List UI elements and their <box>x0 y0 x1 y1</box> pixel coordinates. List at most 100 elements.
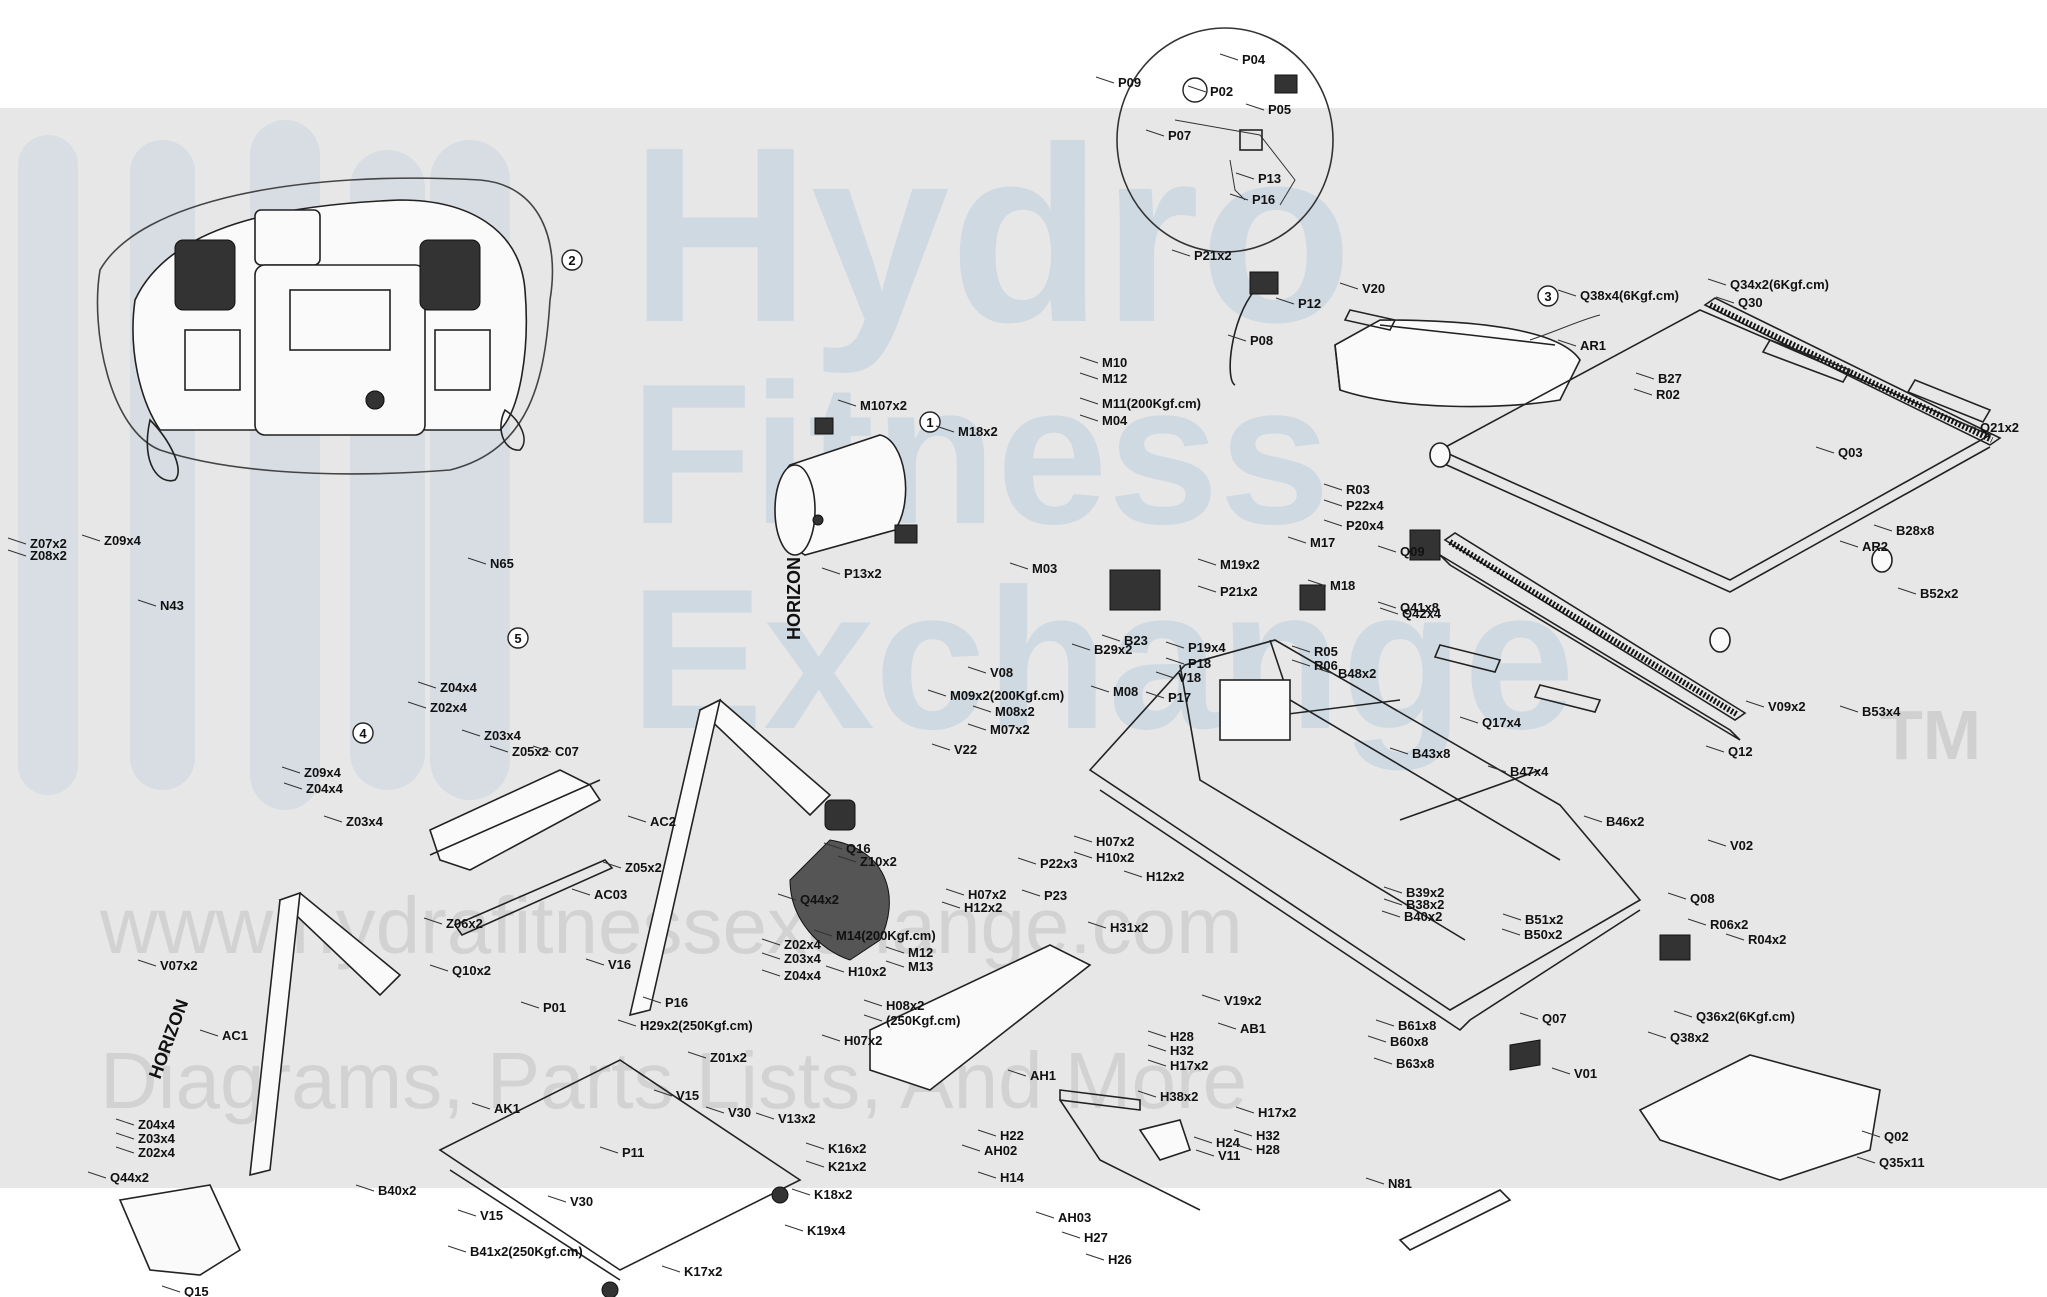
callout-5: 5 <box>507 627 529 649</box>
callout-3-label: 3 <box>1544 289 1551 304</box>
leader-line <box>520 1001 540 1009</box>
part-label: H29x2(250Kgf.cm) <box>640 1018 753 1033</box>
part-label: M04 <box>1102 413 1128 428</box>
leader-line <box>1715 296 1735 304</box>
base-cover-q02 <box>1638 1054 1881 1181</box>
leader-line <box>1557 339 1577 347</box>
part-label: AK1 <box>494 1101 520 1116</box>
part-label: P04 <box>1242 52 1266 67</box>
leader-line <box>1687 918 1707 926</box>
part-label: Z03x4 <box>784 951 822 966</box>
leader-line <box>927 689 947 697</box>
part-label: H12x2 <box>964 900 1002 915</box>
leader-line <box>1147 1030 1167 1038</box>
part-label: H38x2 <box>1160 1089 1198 1104</box>
leader-line <box>1377 545 1397 553</box>
part-label: N65 <box>490 556 514 571</box>
leader-line <box>1839 540 1859 548</box>
leader-line <box>1557 289 1577 297</box>
leader-line <box>1287 536 1307 544</box>
part-label: K17x2 <box>684 1264 722 1279</box>
part-label: K18x2 <box>814 1187 852 1202</box>
leader-line <box>761 952 781 960</box>
part-label: Z09x4 <box>304 765 342 780</box>
part-label: P05 <box>1268 102 1291 117</box>
part-label: M14(200Kgf.cm) <box>836 928 936 943</box>
leader-line <box>967 666 987 674</box>
leader-line <box>1165 641 1185 649</box>
part-label: AB1 <box>1240 1021 1266 1036</box>
leader-line <box>1839 705 1859 713</box>
leader-line <box>863 999 883 1007</box>
leader-line <box>1291 659 1311 667</box>
leader-line <box>837 855 857 863</box>
leader-line <box>1633 388 1653 396</box>
part-label: H10x2 <box>1096 850 1134 865</box>
part-label: Q03 <box>1838 445 1863 460</box>
leader-line <box>461 729 481 737</box>
motor <box>774 417 918 556</box>
leader-line <box>467 557 487 565</box>
leader-line <box>457 1209 477 1217</box>
part-label: R06x2 <box>1710 917 1748 932</box>
part-label: Z06x2 <box>446 916 483 931</box>
leader-line <box>1195 1149 1215 1157</box>
leader-line <box>617 1019 637 1027</box>
leader-line <box>1856 1156 1876 1164</box>
main-frame <box>1088 639 1642 1032</box>
leader-line <box>1147 1044 1167 1052</box>
leader-line <box>1373 1057 1393 1065</box>
cushion-q09 <box>1409 529 1441 561</box>
part-label: V19x2 <box>1224 993 1262 1008</box>
leader-line <box>825 965 845 973</box>
part-label: P11 <box>622 1145 644 1160</box>
leader-line <box>1377 601 1397 609</box>
motor-cover <box>1334 314 1601 408</box>
leader-line <box>1235 172 1255 180</box>
leader-line <box>885 946 905 954</box>
part-label: P08 <box>1250 333 1273 348</box>
leader-line <box>931 743 951 751</box>
part-label: Z07x2 <box>30 536 67 551</box>
leader-line <box>1583 815 1603 823</box>
leader-line <box>1197 558 1217 566</box>
bracket-ah1 <box>869 944 1092 1091</box>
part-label: V16 <box>608 957 631 972</box>
part-label: Q34x2(6Kgf.cm) <box>1730 277 1829 292</box>
leader-line <box>1197 585 1217 593</box>
part-label: Q44x2 <box>110 1170 149 1185</box>
part-label: B52x2 <box>1920 586 1958 601</box>
part-label: M08x2 <box>995 704 1035 719</box>
leader-line <box>1551 1067 1571 1075</box>
leader-line <box>1171 249 1191 257</box>
leader-line <box>1375 1019 1395 1027</box>
leader-line <box>821 1034 841 1042</box>
part-label: M17 <box>1310 535 1335 550</box>
part-label: H28 <box>1256 1142 1280 1157</box>
upright-ac2 <box>628 698 856 1017</box>
leader-line <box>1707 839 1727 847</box>
part-label: Q12 <box>1728 744 1753 759</box>
part-label: V13x2 <box>778 1111 816 1126</box>
leader-line <box>1227 334 1247 342</box>
leader-line <box>687 1051 707 1059</box>
part-label: B53x4 <box>1862 704 1901 719</box>
callout-1: 1 <box>919 411 941 433</box>
part-label: V02 <box>1730 838 1753 853</box>
part-label: AR1 <box>1580 338 1606 353</box>
part-label: P17 <box>1168 690 1191 705</box>
leader-line <box>805 1160 825 1168</box>
part-label: M18 <box>1330 578 1355 593</box>
part-label: H22 <box>1000 1128 1024 1143</box>
part-label: AC1 <box>222 1028 248 1043</box>
part-label: M19x2 <box>1220 557 1260 572</box>
part-label: Q42x4 <box>1402 606 1442 621</box>
leader-line <box>1873 524 1893 532</box>
leader-line <box>1487 765 1507 773</box>
part-label: Z03x4 <box>138 1131 176 1146</box>
leader-line <box>115 1118 135 1126</box>
part-label: P21x2 <box>1220 584 1258 599</box>
part-label: M09x2(200Kgf.cm) <box>950 688 1064 703</box>
leader-line <box>1323 499 1343 507</box>
part-label: H08x2 <box>886 998 924 1013</box>
